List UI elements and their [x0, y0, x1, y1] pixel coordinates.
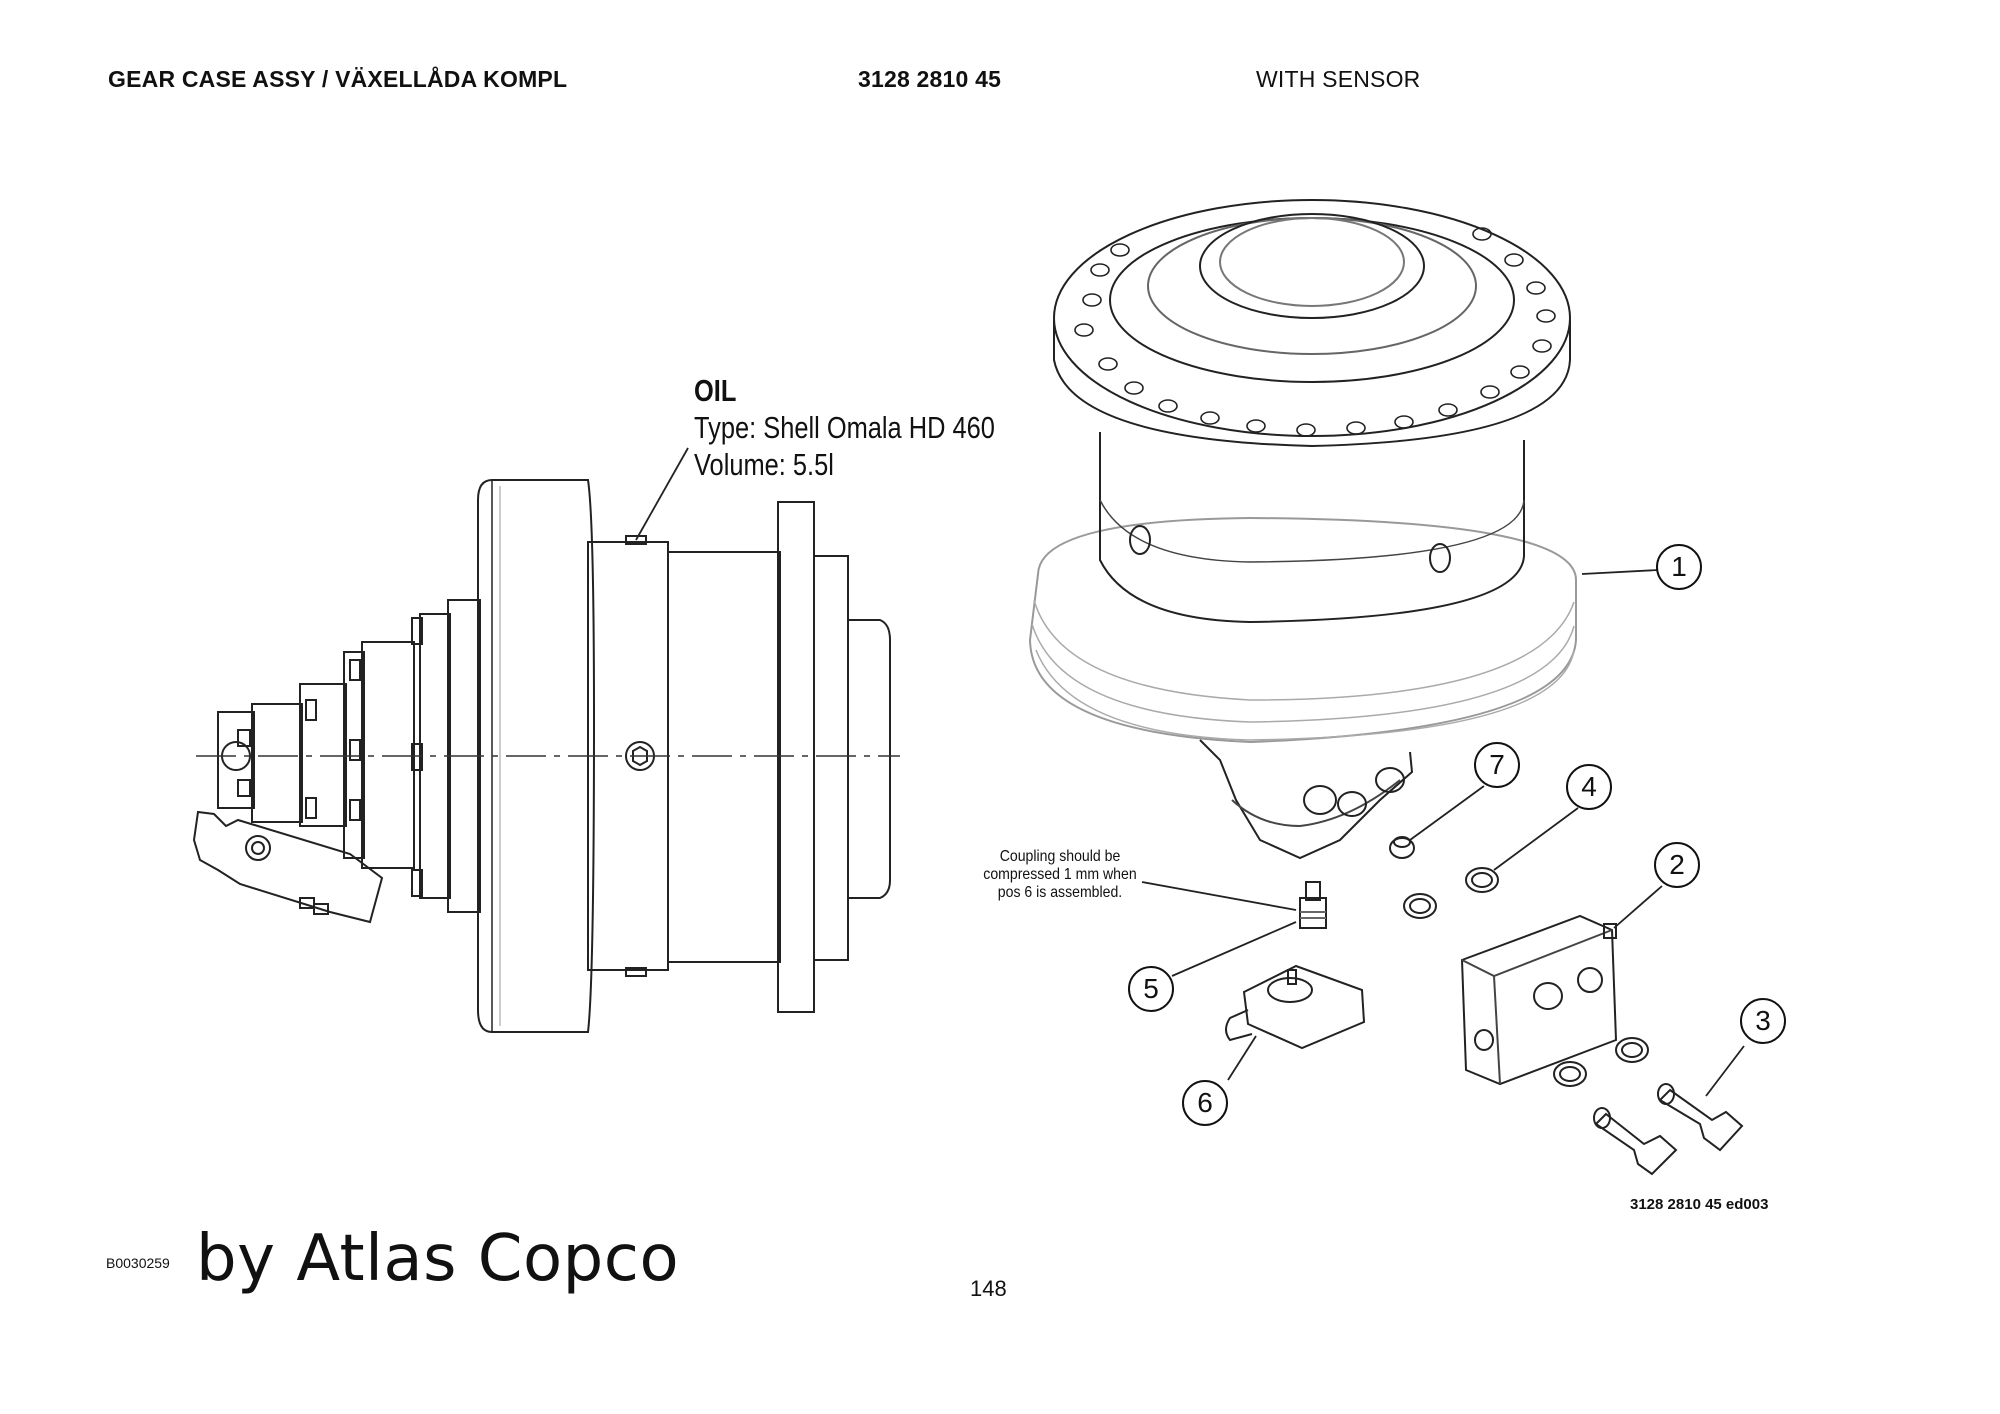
drawing-title: GEAR CASE ASSY / VÄXELLÅDA KOMPL: [108, 66, 568, 92]
callout-3: 3: [1740, 998, 1786, 1044]
side-view-gear-case: [192, 447, 900, 1033]
callout-6: 6: [1182, 1080, 1228, 1126]
coupling-note-line-2: compressed 1 mm when: [983, 866, 1137, 883]
isometric-gear-case-1: [1028, 199, 1659, 860]
part-4-seal-rings: [1403, 807, 1649, 1087]
callout-1: 1: [1656, 544, 1702, 590]
image-code: 3128 2810 45 ed003: [1630, 1196, 1769, 1213]
part-6-sensor: [1225, 964, 1366, 1081]
oil-volume: Volume: 5.5l: [694, 447, 834, 482]
part-3-banjo-bolts: [1593, 1045, 1745, 1176]
callout-4: 4: [1566, 764, 1612, 810]
document-id: B0030259: [106, 1255, 170, 1271]
brand-label: by Atlas Copco: [196, 1222, 680, 1296]
variant-label: WITH SENSOR: [1256, 66, 1421, 92]
callout-2: 2: [1654, 842, 1700, 888]
part-2-valve-block: [1460, 885, 1663, 1086]
oil-heading: OIL: [694, 373, 737, 408]
oil-specification: OIL Type: Shell Omala HD 460 Volume: 5.5…: [694, 372, 995, 483]
callout-5: 5: [1128, 966, 1174, 1012]
coupling-note-line-3: pos 6 is assembled.: [997, 884, 1123, 901]
page-number: 148: [970, 1276, 1007, 1301]
coupling-note: Coupling should be compressed 1 mm when …: [946, 848, 1175, 902]
part-number: 3128 2810 45: [858, 66, 1002, 92]
part-5-coupling: [1141, 881, 1327, 977]
callout-7: 7: [1474, 742, 1520, 788]
part-7-screw: [1389, 785, 1485, 859]
coupling-note-line-1: Coupling should be: [999, 848, 1121, 865]
oil-type: Type: Shell Omala HD 460: [694, 410, 995, 445]
